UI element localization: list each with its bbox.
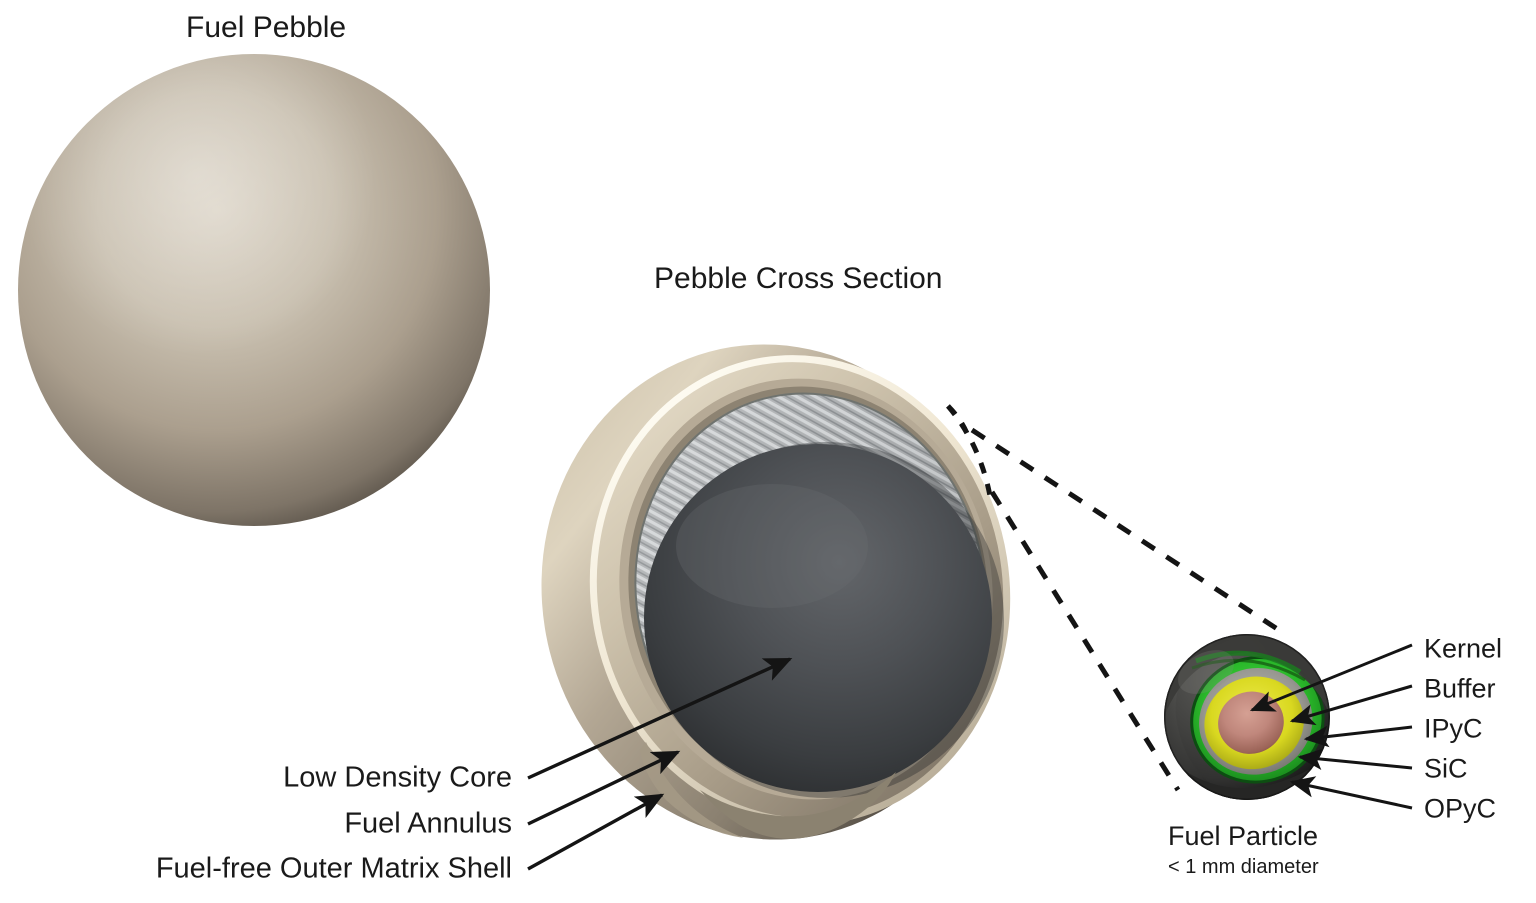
particle-leader-lines [1249, 643, 1413, 810]
particle-label-opyc: OPyC [1424, 793, 1497, 824]
leader-kernel [1249, 643, 1413, 712]
arrow-fuel-annulus [527, 750, 681, 826]
callout-label-low-density-core: Low Density Core [283, 761, 512, 794]
callout-label-fuel-free-outer-matrix-shell: Fuel-free Outer Matrix Shell [155, 852, 512, 885]
callout-label-fuel-annulus: Fuel Annulus [344, 807, 512, 840]
leader-buffer [1289, 684, 1413, 726]
leader-sic [1297, 748, 1413, 770]
page-title-pebble-cross-section: Pebble Cross Section [654, 262, 943, 295]
fuel-pebble-graphic [18, 54, 490, 526]
fuel-particle-graphic [1164, 634, 1330, 800]
magnification-cone [970, 427, 1284, 792]
arrow-outer-shell [527, 793, 665, 871]
leader-ipyc [1303, 725, 1413, 748]
leader-opyc [1289, 776, 1413, 810]
left-callout-arrows [527, 657, 793, 871]
particle-label-sic: SiC [1424, 753, 1468, 784]
particle-label-ipyc: IPyC [1424, 713, 1483, 744]
caption-fuel-particle-diameter: < 1 mm diameter [1168, 856, 1319, 878]
arrow-low-density-core [527, 657, 793, 780]
particle-label-kernel: Kernel [1424, 633, 1503, 664]
page-title-fuel-pebble: Fuel Pebble [186, 11, 347, 44]
caption-fuel-particle: Fuel Particle [1168, 821, 1319, 851]
particle-label-buffer: Buffer [1424, 673, 1496, 704]
pebble-cross-section-graphic [541, 344, 1011, 840]
